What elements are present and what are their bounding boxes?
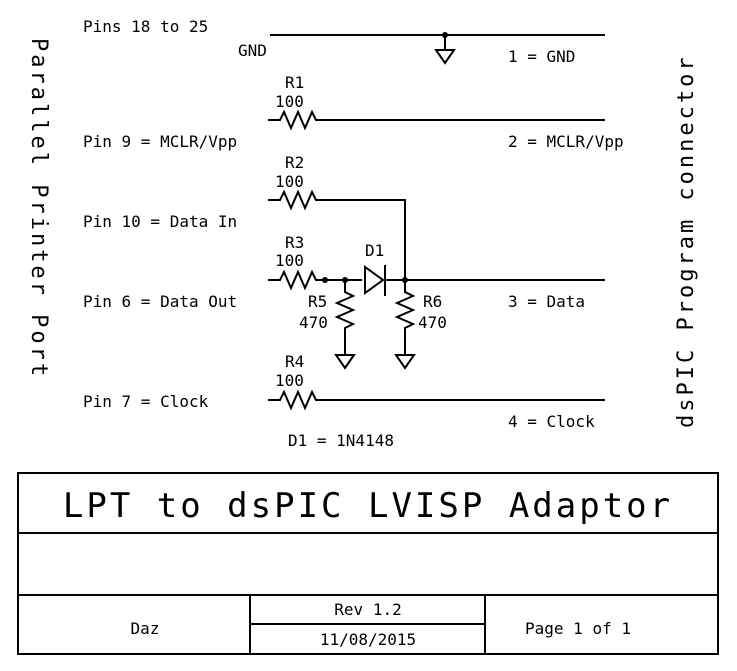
r6-value: 470 xyxy=(418,313,447,332)
resistor-r1 xyxy=(268,109,322,131)
page-number: Page 1 of 1 xyxy=(525,619,631,638)
schematic-title: LPT to dsPIC LVISP Adaptor xyxy=(63,486,673,526)
gnd-label: GND xyxy=(238,41,267,60)
ground-symbol xyxy=(434,35,456,65)
d1-ref: D1 xyxy=(365,241,384,260)
resistor-r3 xyxy=(268,269,322,291)
author: Daz xyxy=(131,619,160,638)
pin6-label: Pin 6 = Data Out xyxy=(83,292,237,311)
conn-clock-label: 4 = Clock xyxy=(508,412,595,431)
r1-ref: R1 xyxy=(285,73,304,92)
resistor-r4 xyxy=(268,389,322,411)
r6-ref: R6 xyxy=(423,292,442,311)
r5-value: 470 xyxy=(299,313,328,332)
diode-note: D1 = 1N4148 xyxy=(288,431,394,450)
r4-ref: R4 xyxy=(285,352,304,371)
parallel-port-label: Parallel Printer Port xyxy=(26,38,51,379)
r3-ref: R3 xyxy=(285,233,304,252)
pins-gnd-label: Pins 18 to 25 xyxy=(83,17,208,36)
r2-ref: R2 xyxy=(285,153,304,172)
pin10-label: Pin 10 = Data In xyxy=(83,212,237,231)
pin9-label: Pin 9 = MCLR/Vpp xyxy=(83,132,237,151)
pin7-label: Pin 7 = Clock xyxy=(83,392,209,411)
conn-mclr-label: 2 = MCLR/Vpp xyxy=(508,132,624,151)
resistor-r2 xyxy=(268,189,322,211)
r1-value: 100 xyxy=(275,92,304,111)
diode-d1 xyxy=(364,265,386,296)
r3-value: 100 xyxy=(275,251,304,270)
date: 11/08/2015 xyxy=(320,630,416,649)
resistor-r5 xyxy=(334,280,356,335)
r5-ref: R5 xyxy=(308,292,327,311)
dspic-connector-label: dsPIC Program connector xyxy=(674,54,699,428)
conn-data-label: 3 = Data xyxy=(508,292,585,311)
r4-value: 100 xyxy=(275,371,304,390)
revision: Rev 1.2 xyxy=(334,600,401,619)
r2-value: 100 xyxy=(275,172,304,191)
data-in-wire xyxy=(322,199,406,280)
junction xyxy=(322,277,328,283)
conn-gnd-label: 1 = GND xyxy=(508,47,575,66)
resistor-r6 xyxy=(394,280,416,335)
title-block: LPT to dsPIC LVISP Adaptor Daz Rev 1.2 1… xyxy=(17,472,719,655)
ground-symbol xyxy=(394,335,416,370)
wires xyxy=(270,32,605,401)
ground-symbol xyxy=(334,335,356,370)
